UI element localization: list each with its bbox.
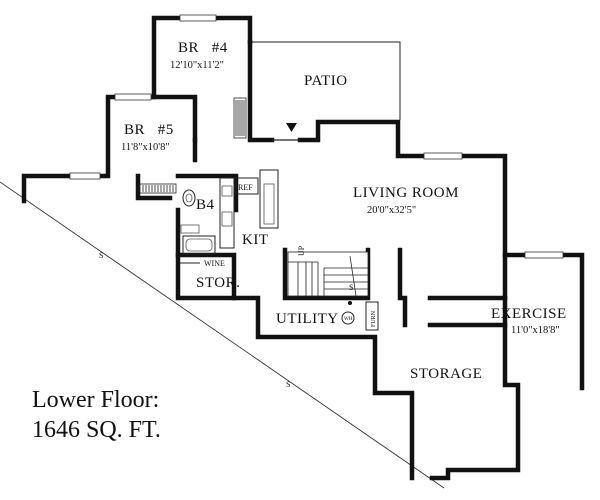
room-br5-name: BR #5 (124, 122, 174, 138)
kitchen-casework (219, 169, 279, 249)
furnace-icon (365, 301, 379, 331)
room-exercise-dims: 11'0"x18'8" (511, 325, 560, 336)
closet-br4 (233, 97, 247, 139)
caption-area: 1646 SQ. FT. (32, 417, 161, 443)
room-storage-name: STORAGE (410, 366, 482, 382)
patio-outline (250, 41, 401, 120)
room-utility-name: UTILITY (276, 311, 339, 327)
floor-drain-icon (348, 301, 352, 305)
room-living-dims: 20'0"x32'5" (367, 205, 416, 216)
caption-title: Lower Floor: (32, 387, 160, 413)
water-heater-label: WH (344, 317, 353, 322)
property-line-mark-1: S (99, 251, 103, 260)
room-exercise-name: EXERCISE (491, 306, 567, 322)
room-br4-name: BR #4 (178, 40, 228, 56)
stair-s-mark: S (349, 283, 353, 292)
property-line-mark-2: S (286, 380, 290, 389)
furnace-label: FURN (371, 310, 377, 327)
room-patio-name: PATIO (304, 73, 348, 89)
room-wine-label: WINE (204, 259, 225, 268)
room-ref-label: REF (238, 183, 253, 192)
stair-up-label: UP (297, 245, 306, 256)
property-line (0, 181, 445, 489)
water-heater-icon (341, 311, 355, 325)
room-stor-name: STOR. (196, 275, 240, 291)
room-br5-dims: 11'8"x10'8" (121, 142, 170, 153)
closet-br5 (139, 183, 177, 194)
room-b4-name: B4 (196, 197, 215, 213)
room-kit-name: KIT (242, 232, 269, 248)
stairs (287, 251, 369, 297)
bath-fixtures (180, 189, 216, 255)
room-living-name: LIVING ROOM (353, 185, 459, 201)
room-br4-dims: 12'10"x11'2" (170, 60, 224, 71)
entry-arrow-icon (286, 123, 297, 132)
windows (69, 14, 564, 259)
